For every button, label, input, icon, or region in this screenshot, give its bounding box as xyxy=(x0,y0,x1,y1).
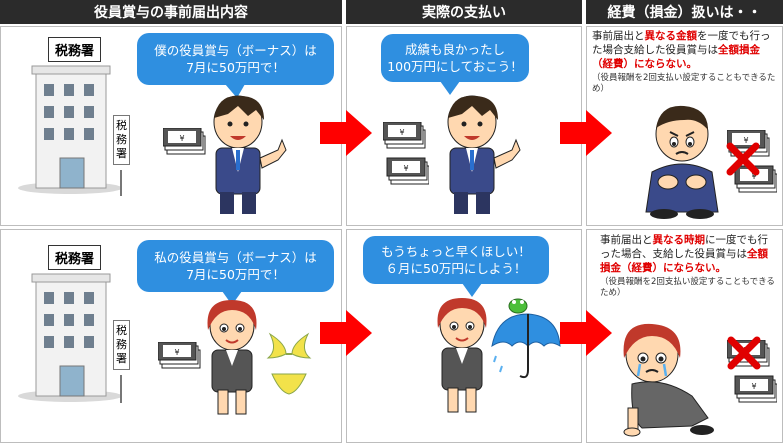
note-highlight-amount: 異なる金額 xyxy=(644,30,698,42)
speech-bubble-row1-payment: 成績も良かったし 100万円にしておこう！ xyxy=(381,34,529,82)
note-text: を一度でも行った場合支給した役員賞与は xyxy=(592,30,771,56)
note-small-text: （役員報酬を2回支払い設定することもできるため） xyxy=(600,277,775,298)
tax-office-sign-row2: 税 務 署 xyxy=(113,320,130,370)
bubble-tail xyxy=(462,283,482,297)
banknotes-stack-crossed-icon: ¥ ¥ xyxy=(727,130,777,193)
svg-text:¥: ¥ xyxy=(751,172,756,181)
tax-office-label-row2: 税務署 xyxy=(48,245,102,270)
note-highlight-not-deductible: 全額損金（経費）にならない。 xyxy=(600,248,768,274)
sign-pole xyxy=(120,170,122,196)
tax-office-building-icon xyxy=(18,273,122,402)
result-note-row2: 事前届出と異なる時期に一度でも行った場合、支給した役員賞与は全額損金（経費）にな… xyxy=(600,233,778,299)
red-arrow-icon xyxy=(560,310,612,356)
bubble-tail xyxy=(440,81,460,95)
businessman-thumbs-up-icon xyxy=(447,95,521,214)
bikini-icon xyxy=(266,332,312,395)
red-arrow-icon xyxy=(320,110,372,156)
tax-office-sign-row1: 税 務 署 xyxy=(113,115,130,165)
note-text: に一度でも行った場合、支給した役員賞与は xyxy=(600,234,768,260)
red-cross-icon xyxy=(726,142,760,176)
businesswoman-icon xyxy=(207,300,257,415)
banknotes-icon: ¥ xyxy=(163,128,206,155)
sign-pole xyxy=(120,375,122,403)
businessman-thumbs-up-icon xyxy=(213,95,287,214)
svg-text:¥: ¥ xyxy=(399,128,404,137)
businesswoman-icon xyxy=(437,298,487,413)
svg-text:¥: ¥ xyxy=(751,382,756,391)
header-actual-payment: 実際の支払い xyxy=(346,0,582,24)
note-small-text: （役員報酬を2回支払い設定することもできるため） xyxy=(592,73,776,94)
svg-text:¥: ¥ xyxy=(403,164,408,173)
note-highlight-timing: 異なる時期 xyxy=(652,234,706,246)
svg-text:¥: ¥ xyxy=(743,136,748,145)
svg-text:¥: ¥ xyxy=(174,348,179,357)
banknotes-icon: ¥ xyxy=(158,342,201,369)
umbrella-frog-icon xyxy=(491,298,561,379)
speech-bubble-row2-declaration: 私の役員賞与（ボーナス）は 7月に50万円で！ xyxy=(137,240,334,292)
note-highlight-not-deductible: 全額損金（経費）にならない。 xyxy=(592,44,760,70)
svg-text:¥: ¥ xyxy=(179,134,184,143)
bubble-tail xyxy=(225,84,245,98)
sad-man-sitting-icon xyxy=(645,105,719,219)
red-arrow-icon xyxy=(560,110,612,156)
red-cross-icon xyxy=(727,336,761,370)
result-note-row1: 事前届出と異なる金額を一度でも行った場合支給した役員賞与は全額損金（経費）になら… xyxy=(592,29,778,95)
header-declaration: 役員賞与の事前届出内容 xyxy=(0,0,342,24)
crying-woman-kneeling-icon xyxy=(623,323,714,437)
note-text: 事前届出と xyxy=(592,30,645,42)
bubble-tail xyxy=(222,291,242,305)
speech-bubble-row2-payment: もうちょっと早くほしい！ ６月に50万円にしよう！ xyxy=(363,236,549,284)
header-expense-treatment: 経費（損金）扱いは・・ xyxy=(586,0,783,24)
banknotes-stack-icon: ¥ ¥ xyxy=(383,122,429,185)
red-arrow-icon xyxy=(320,310,372,356)
note-text: 事前届出と xyxy=(600,234,653,246)
tax-office-building-icon xyxy=(18,65,122,194)
speech-bubble-row1-declaration: 僕の役員賞与（ボーナス）は 7月に50万円で！ xyxy=(137,33,334,85)
tax-office-label-row1: 税務署 xyxy=(48,37,102,62)
